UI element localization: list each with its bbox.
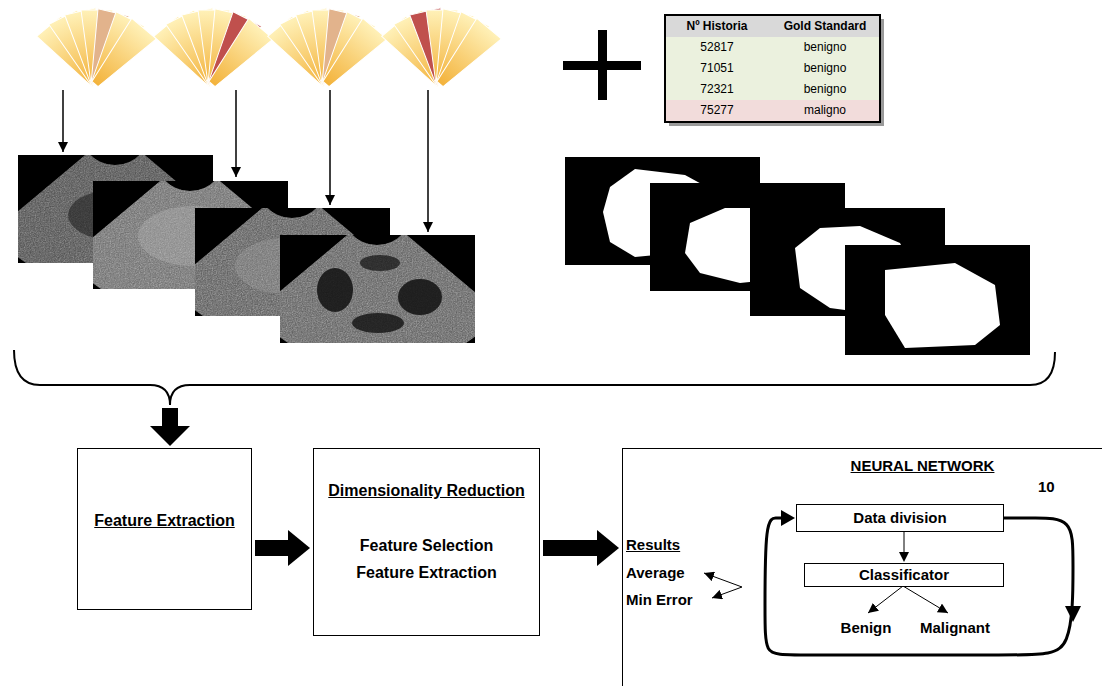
process-box: Feature Extraction xyxy=(77,448,252,610)
box-title: NEURAL NETWORK xyxy=(851,457,995,475)
results-heading: Results xyxy=(626,536,680,554)
table-row-malignant xyxy=(665,100,880,122)
cyst xyxy=(360,255,400,271)
page xyxy=(429,18,501,95)
table-cell: maligno xyxy=(770,103,880,117)
class-label: Benign xyxy=(826,619,906,637)
network-panel: NEURAL NETWORK Data divisionClassificator xyxy=(622,448,1102,686)
cyst xyxy=(317,268,353,312)
scan-sector xyxy=(280,235,475,343)
block-arrow xyxy=(150,408,190,446)
box-text: Feature Selection xyxy=(360,536,493,555)
table-cell: 72321 xyxy=(667,82,767,96)
table-cell: benigno xyxy=(770,40,880,54)
folder-icon xyxy=(382,8,502,96)
process-box: Data division xyxy=(796,504,1004,532)
plus-sign xyxy=(598,30,607,100)
folder-arrow xyxy=(235,90,237,177)
page xyxy=(84,18,156,95)
cyst xyxy=(398,279,442,315)
result-arrow xyxy=(712,587,742,598)
box-title: Classificator xyxy=(859,566,949,584)
folder-arrow xyxy=(62,90,64,152)
process-box: Dimensionality ReductionFeature Selectio… xyxy=(313,448,540,636)
grouping-brace xyxy=(14,350,1055,405)
table-cell: 52817 xyxy=(667,40,767,54)
block-arrow xyxy=(255,540,288,556)
box-title: Data division xyxy=(853,509,946,527)
table-cell: benigno xyxy=(770,61,880,75)
folder-icon xyxy=(154,8,274,96)
class-label: Malignant xyxy=(905,619,1005,637)
output-arrow xyxy=(903,586,948,613)
page xyxy=(315,18,387,95)
iteration-count: 10 xyxy=(1036,478,1057,496)
box-title: Dimensionality Reduction xyxy=(328,481,524,500)
table-cell: benigno xyxy=(770,82,880,96)
flow-arrow xyxy=(904,532,905,552)
loop-arrow xyxy=(765,518,1073,655)
block-arrow xyxy=(543,540,597,556)
result-item: Min Error xyxy=(626,591,693,609)
mask-image xyxy=(845,245,1030,355)
box-text: Feature Extraction xyxy=(356,563,496,582)
output-arrow xyxy=(868,586,903,613)
table-header-cell: Nº Historia xyxy=(667,19,767,33)
table-header xyxy=(665,15,880,37)
folder-arrow xyxy=(427,90,429,232)
folder-icon xyxy=(268,8,388,96)
table-header-cell: Gold Standard xyxy=(770,19,880,33)
folder-icon xyxy=(37,8,157,96)
process-box: Classificator xyxy=(804,563,1004,587)
table-body xyxy=(665,15,880,122)
folder-arrow xyxy=(329,90,331,205)
box-title: Feature Extraction xyxy=(94,511,234,530)
table-cell: 71051 xyxy=(667,61,767,75)
mask-region xyxy=(885,263,1000,348)
result-arrow xyxy=(704,573,742,587)
page xyxy=(201,18,273,95)
ultrasound-image xyxy=(254,233,499,370)
mask-ground xyxy=(845,245,1030,355)
table-border xyxy=(665,15,880,122)
scan-speckle xyxy=(280,235,475,343)
cyst xyxy=(352,313,404,333)
table-cell: 75277 xyxy=(667,103,767,117)
result-item: Average xyxy=(626,564,685,582)
